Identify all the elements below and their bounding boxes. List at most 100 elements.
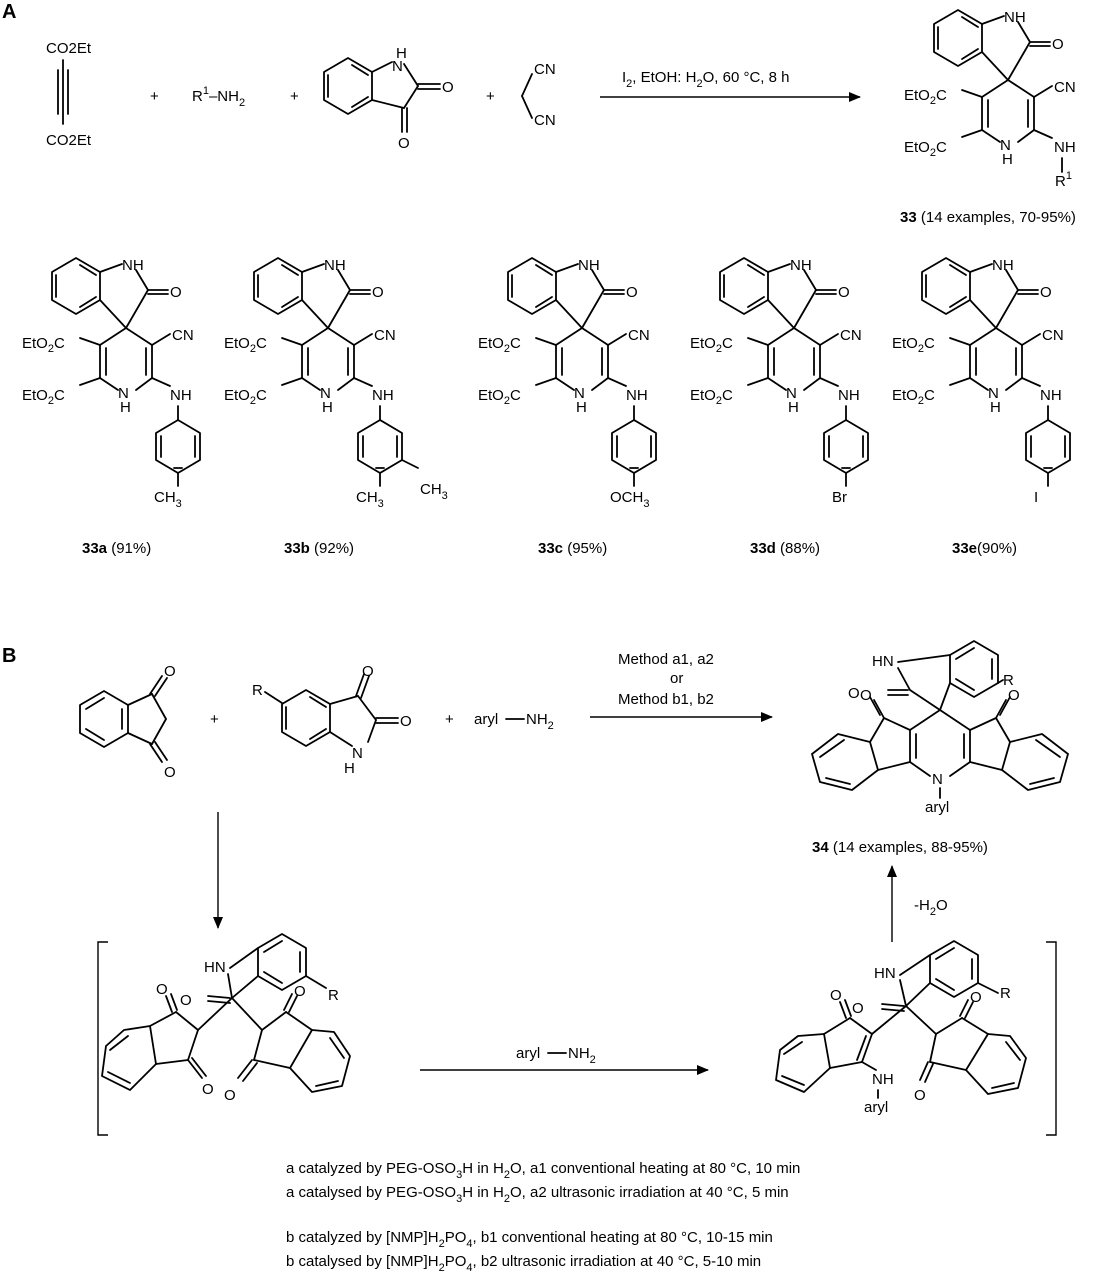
isatin-b-o2: O [400, 713, 412, 730]
ex-side-nh: NH [838, 387, 860, 404]
ex-cn: CN [172, 327, 194, 344]
int2-o-right-bottom: O [914, 1087, 926, 1104]
minus-water-label: -H2O [914, 897, 948, 918]
p33-r1: R1 [1055, 170, 1072, 190]
reagent-substituted-isatin: R O O N H [252, 663, 412, 777]
int1-o-lactam: O [180, 992, 192, 1009]
caption-33e: 33e(90%) [952, 540, 1017, 557]
isatin-o2: O [398, 135, 410, 152]
ex-side-nh: NH [170, 387, 192, 404]
ex-side-nh: NH [372, 387, 394, 404]
plus-sign-a1: + [150, 88, 159, 105]
ex-ester-1: EtO2C [478, 335, 521, 355]
ex-ring-n: N [786, 385, 797, 402]
ex-cn: CN [1042, 327, 1064, 344]
product-33-caption: 33 (14 examples, 70-95%) [900, 209, 1076, 226]
int2-nh: NH [872, 1071, 894, 1088]
product-34-caption: 34 (14 examples, 88-95%) [812, 839, 988, 856]
int2-o-lactam: O [852, 1000, 864, 1017]
bracket-left [97, 941, 108, 1136]
p33-side-nh: NH [1054, 139, 1076, 156]
note-a1: a catalyzed by PEG-OSO3H in H2O, a1 conv… [286, 1160, 800, 1181]
arylamine-nh2: NH2 [526, 711, 554, 732]
int2-o-right-top: O [970, 989, 982, 1006]
ex-o: O [372, 284, 384, 301]
isatin-h: H [396, 45, 407, 62]
ex-para-substituent: CH3 [154, 489, 182, 510]
int2-r: R [1000, 985, 1011, 1002]
int2-hn: HN [874, 965, 896, 982]
int1-o-left-top: O [156, 981, 168, 998]
ex-ester-2: EtO2C [22, 387, 65, 407]
ex-cn: CN [374, 327, 396, 344]
caption-33d: 33d (88%) [750, 540, 820, 557]
ex-o: O [838, 284, 850, 301]
plus-sign-a3: + [486, 88, 495, 105]
method-line-3: Method b1, b2 [618, 691, 714, 708]
p34-r: R [1003, 672, 1014, 689]
ex-meta-substituent: CH3 [420, 481, 448, 502]
bracket-right [1046, 941, 1057, 1136]
p33-cn: CN [1054, 79, 1076, 96]
int1-hn: HN [204, 959, 226, 976]
panel-label-a: A [2, 1, 16, 23]
intermediate-enamine: HN R O O NH aryl O [775, 940, 1027, 1116]
ex-cn: CN [628, 327, 650, 344]
ex-o: O [1040, 284, 1052, 301]
ex-ring-h: H [788, 399, 799, 416]
ex-aryl-ring [611, 419, 657, 474]
isatin-b-o1: O [362, 663, 374, 680]
conditions-a: I2, EtOH: H2O, 60 °C, 8 h [622, 69, 789, 90]
ex-para-substituent: Br [832, 489, 847, 506]
p33-ring-n: N [1000, 137, 1011, 154]
caption-33a: 33a (91%) [82, 540, 151, 557]
p33-o: O [1052, 36, 1064, 53]
ex-side-nh: NH [626, 387, 648, 404]
mid-aryl: aryl [516, 1045, 540, 1062]
int2-aryl: aryl [864, 1099, 888, 1116]
ex-ring-n: N [320, 385, 331, 402]
int1-r: R [328, 987, 339, 1004]
malono-cn2: CN [534, 112, 556, 129]
indane-o2: O [164, 764, 176, 781]
product-33-structure: NH O EtO2C EtO2C CN N H NH R1 [904, 9, 1076, 190]
ex-ester-2: EtO2C [224, 387, 267, 407]
p33-ester2: EtO2C [904, 139, 947, 159]
ex-ring-n: N [988, 385, 999, 402]
reagent-aryl-amine: aryl NH2 [474, 711, 554, 732]
reagent-indanedione: O O [79, 663, 176, 781]
ex-aryl-ring [1025, 419, 1071, 474]
ex-o: O [170, 284, 182, 301]
ex-ring-h: H [990, 399, 1001, 416]
ex-ring-n: N [574, 385, 585, 402]
ex-nh-top: NH [122, 257, 144, 274]
p33-ring-h: H [1002, 151, 1013, 168]
isatin-b-h: H [344, 760, 355, 777]
reagent-diethyl-acetylenedicarboxylate: CO2Et CO2Et [46, 40, 92, 149]
ex-side-nh: NH [1040, 387, 1062, 404]
plus-sign-b1: + [210, 711, 219, 728]
ex-para-substituent: CH3 [356, 489, 384, 510]
middle-arrow-reagent: aryl NH2 [516, 1045, 596, 1066]
p34-n: N [932, 771, 943, 788]
caption-33b: 33b (92%) [284, 540, 354, 557]
int1-o-right-bottom: O [224, 1087, 236, 1104]
reagent-isatin: H N O O [323, 45, 454, 152]
ex-cn: CN [840, 327, 862, 344]
note-b1: b catalyzed by [NMP]H2PO4, b1 convention… [286, 1229, 773, 1250]
int1-o-right-top: O [294, 983, 306, 1000]
int1-o-left-bottom: O [202, 1081, 214, 1098]
mid-nh2: NH2 [568, 1045, 596, 1066]
ex-ring-h: H [576, 399, 587, 416]
p34-o-left: O [860, 687, 872, 704]
isatin-n: N [392, 58, 403, 75]
ester-bottom-label: CO2Et [46, 132, 92, 149]
method-line-2: or [670, 670, 683, 687]
ex-ester-1: EtO2C [892, 335, 935, 355]
isatin-b-n: N [352, 745, 363, 762]
ex-ester-2: EtO2C [690, 387, 733, 407]
ex-aryl-ring [155, 419, 201, 474]
